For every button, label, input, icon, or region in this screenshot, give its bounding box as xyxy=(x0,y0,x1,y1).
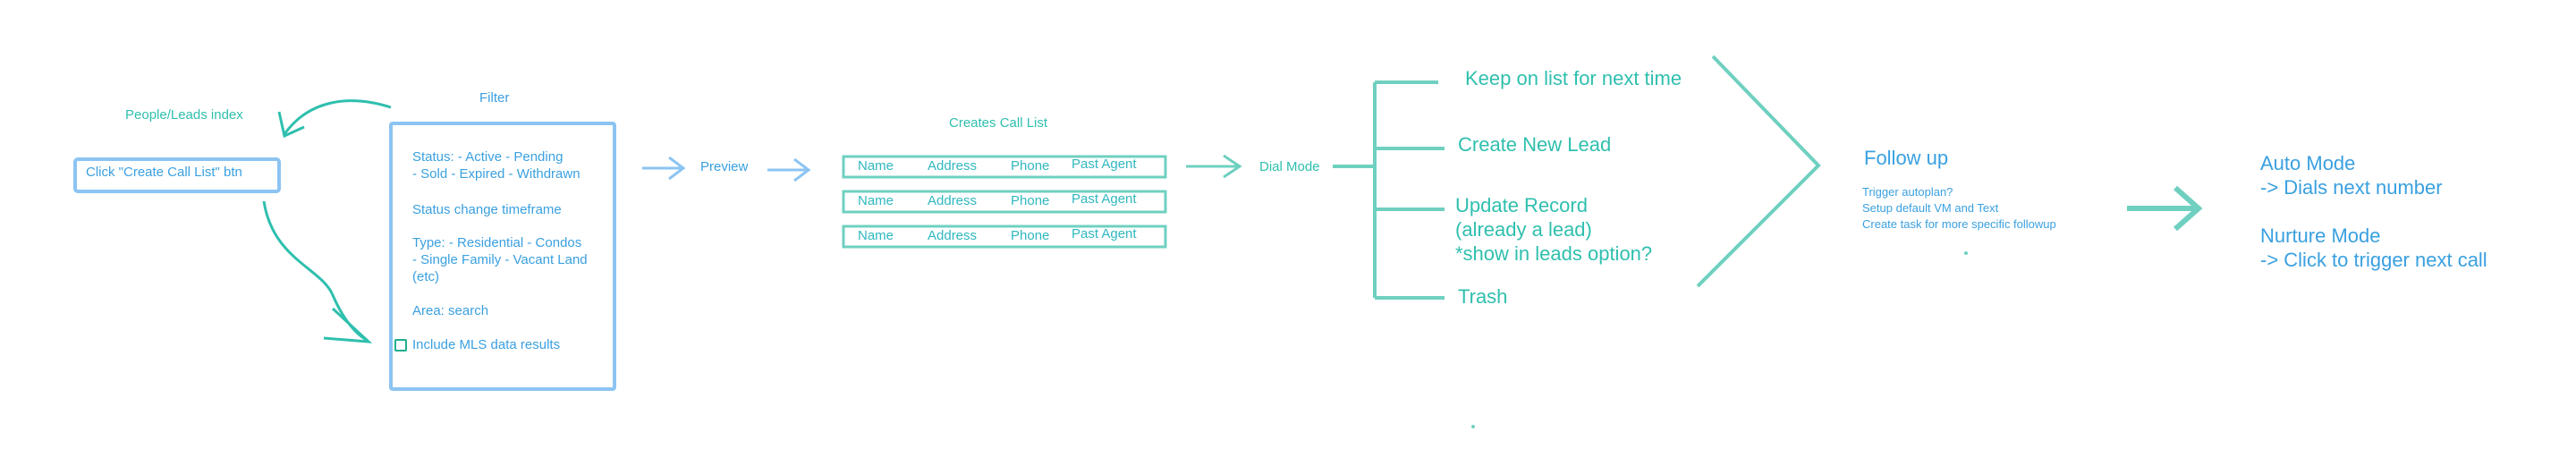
call-list-row-3-box xyxy=(842,224,1167,249)
option-create-new-lead: Create New Lead xyxy=(1458,133,1612,156)
col-phone: Phone xyxy=(1011,193,1050,208)
follow-up-title: Follow up xyxy=(1864,147,1949,169)
filter-include-mls: Include MLS data results xyxy=(412,337,561,352)
auto-mode-desc: -> Dials next number xyxy=(2260,176,2443,199)
filter-type-line1: Type: - Residential - Condos xyxy=(412,235,582,250)
col-address: Address xyxy=(928,228,978,243)
col-past-agent: Past Agent xyxy=(1072,157,1137,172)
creates-call-list-label: Creates Call List xyxy=(949,115,1048,131)
arrow-preview-to-list xyxy=(767,157,811,182)
option-trash: Trash xyxy=(1458,285,1508,308)
col-phone: Phone xyxy=(1011,228,1050,243)
arrow-followup-to-modes xyxy=(2127,185,2203,232)
curved-arrow-to-index xyxy=(283,99,392,135)
create-call-list-box xyxy=(73,157,281,193)
filter-status-line2: - Sold - Expired - Withdrawn xyxy=(412,166,580,182)
filter-box xyxy=(389,122,616,391)
col-name: Name xyxy=(858,158,894,174)
create-call-list-button[interactable]: Click "Create Call List" btn xyxy=(86,165,242,180)
arrow-filter-to-preview xyxy=(642,156,686,181)
dial-mode-bracket xyxy=(1333,80,1445,300)
option-update-record-question: *show in leads option? xyxy=(1455,242,1653,265)
col-past-agent: Past Agent xyxy=(1072,226,1137,241)
follow-up-line3: Create task for more specific followup xyxy=(1862,217,2056,231)
curved-arrowhead-to-index xyxy=(277,111,305,139)
filter-status-line1: Status: - Active - Pending xyxy=(412,149,564,165)
curved-arrow-to-checkbox xyxy=(262,200,368,342)
arrow-list-to-dial xyxy=(1186,154,1242,179)
option-update-record-note: (already a lead) xyxy=(1455,218,1592,241)
curved-arrowhead-to-checkbox xyxy=(323,307,373,343)
col-past-agent: Past Agent xyxy=(1072,191,1137,207)
filter-title: Filter xyxy=(479,90,510,106)
people-leads-index-label: People/Leads index xyxy=(125,107,243,123)
dot-1 xyxy=(1964,251,1968,255)
filter-type-line2: - Single Family - Vacant Land xyxy=(412,252,588,267)
col-address: Address xyxy=(928,193,978,208)
include-mls-checkbox[interactable] xyxy=(394,339,407,352)
preview-label: Preview xyxy=(700,159,749,174)
option-update-record: Update Record xyxy=(1455,194,1588,216)
nurture-mode-title: Nurture Mode xyxy=(2260,224,2381,247)
filter-type-line3: (etc) xyxy=(412,269,439,284)
filter-area: Area: search xyxy=(412,303,489,318)
col-name: Name xyxy=(858,228,894,243)
dial-mode-label: Dial Mode xyxy=(1259,159,1320,174)
col-phone: Phone xyxy=(1011,158,1050,174)
col-name: Name xyxy=(858,193,894,208)
call-list-row-1-box xyxy=(842,155,1167,179)
call-list-row-2-box xyxy=(842,190,1167,214)
col-address: Address xyxy=(928,158,978,174)
follow-up-line2: Setup default VM and Text xyxy=(1862,201,1999,215)
nurture-mode-desc: -> Click to trigger next call xyxy=(2260,249,2487,271)
follow-up-chevron xyxy=(1696,55,1821,288)
option-keep-on-list: Keep on list for next time xyxy=(1465,67,1682,89)
auto-mode-title: Auto Mode xyxy=(2260,152,2356,174)
filter-status-change: Status change timeframe xyxy=(412,202,562,217)
follow-up-line1: Trigger autoplan? xyxy=(1862,185,1953,199)
dot-2 xyxy=(1471,425,1475,428)
